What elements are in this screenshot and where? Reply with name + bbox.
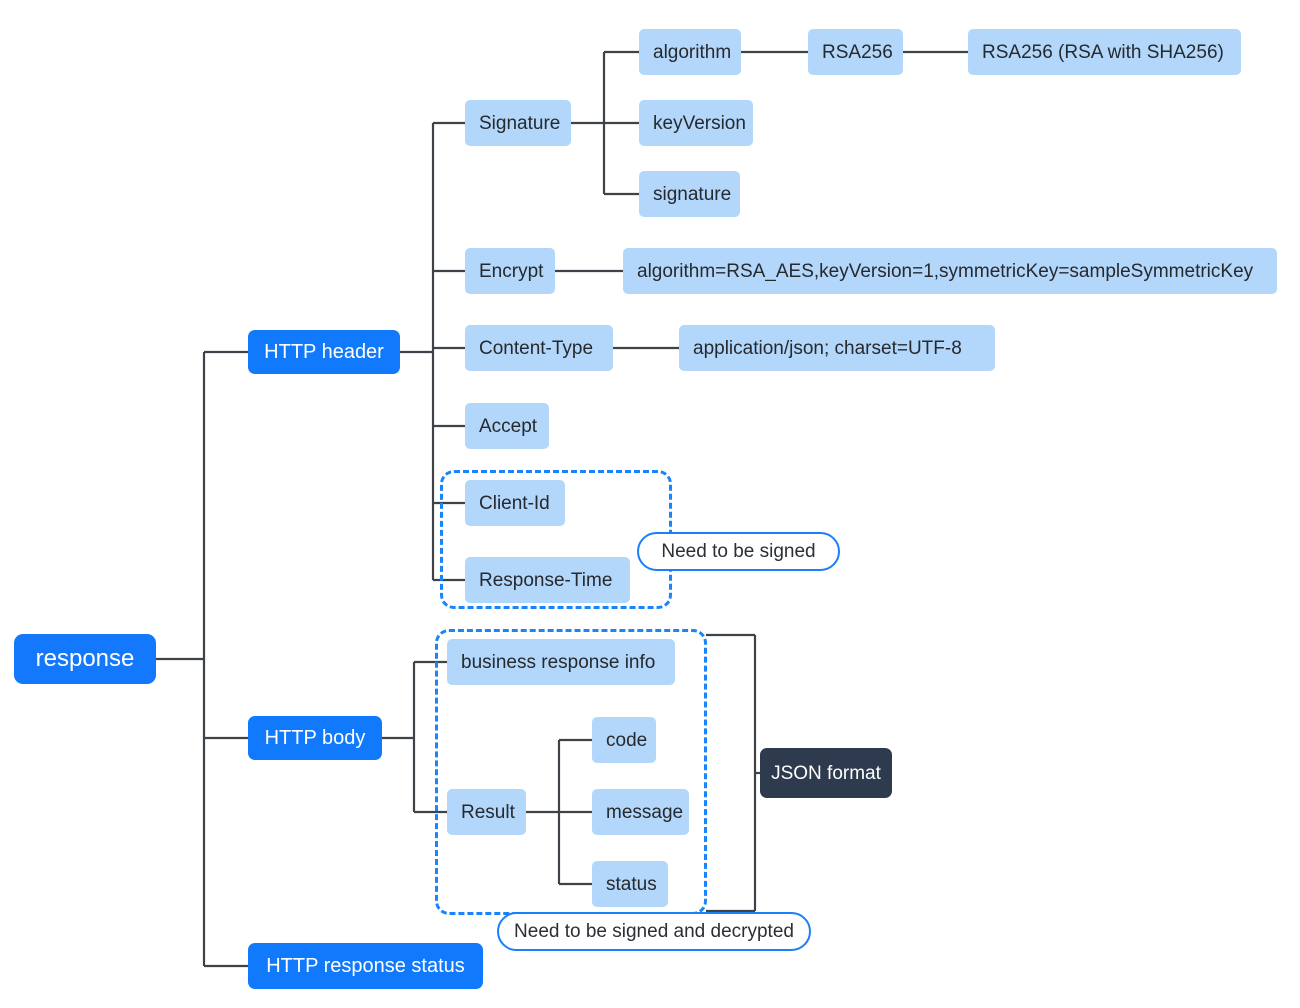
node-signature-label: Signature	[479, 112, 561, 134]
node-message[interactable]: message	[592, 789, 689, 835]
node-client-id[interactable]: Client-Id	[465, 480, 565, 526]
node-rsa256-description[interactable]: RSA256 (RSA with SHA256)	[968, 29, 1241, 75]
callout-need-to-be-signed[interactable]: Need to be signed	[637, 532, 840, 571]
node-rsa256[interactable]: RSA256	[808, 29, 903, 75]
node-accept-label: Accept	[479, 415, 538, 437]
node-encrypt-label: Encrypt	[479, 260, 544, 282]
node-content-type-label: Content-Type	[479, 337, 594, 359]
node-response-time-label: Response-Time	[479, 569, 613, 591]
node-encrypt[interactable]: Encrypt	[465, 248, 555, 294]
node-content-type[interactable]: Content-Type	[465, 325, 613, 371]
node-status-label: status	[606, 873, 657, 895]
node-content-type-value-label: application/json; charset=UTF-8	[693, 337, 962, 359]
node-result[interactable]: Result	[447, 789, 526, 835]
node-response-time[interactable]: Response-Time	[465, 557, 630, 603]
node-response-label: response	[35, 645, 135, 672]
node-http-body-label: HTTP body	[264, 727, 366, 749]
node-rsa256-description-label: RSA256 (RSA with SHA256)	[982, 41, 1224, 63]
node-content-type-value[interactable]: application/json; charset=UTF-8	[679, 325, 995, 371]
node-http-response-status[interactable]: HTTP response status	[248, 943, 483, 989]
node-signature[interactable]: Signature	[465, 100, 571, 146]
node-http-response-status-label: HTTP response status	[266, 955, 465, 977]
node-algorithm[interactable]: algorithm	[639, 29, 741, 75]
node-encrypt-value[interactable]: algorithm=RSA_AES,keyVersion=1,symmetric…	[623, 248, 1277, 294]
node-encrypt-value-label: algorithm=RSA_AES,keyVersion=1,symmetric…	[637, 260, 1254, 282]
node-client-id-label: Client-Id	[479, 492, 550, 514]
annotation-json-format-label: JSON format	[771, 762, 881, 784]
node-signature-leaf-label: signature	[653, 183, 732, 205]
callout-need-to-be-signed-label: Need to be signed	[661, 540, 816, 562]
node-business-response-info-label: business response info	[461, 651, 656, 673]
node-status[interactable]: status	[592, 861, 668, 907]
node-result-label: Result	[461, 801, 515, 823]
node-rsa256-label: RSA256	[822, 41, 893, 63]
node-http-header[interactable]: HTTP header	[248, 330, 400, 374]
node-key-version[interactable]: keyVersion	[639, 100, 753, 146]
node-code-label: code	[606, 729, 648, 751]
node-http-body[interactable]: HTTP body	[248, 716, 382, 760]
node-http-header-label: HTTP header	[264, 341, 384, 363]
node-accept[interactable]: Accept	[465, 403, 549, 449]
callout-need-to-be-signed-and-decrypted-label: Need to be signed and decrypted	[514, 920, 794, 942]
node-response[interactable]: response	[14, 634, 156, 684]
annotation-json-format[interactable]: JSON format	[760, 748, 892, 798]
node-code[interactable]: code	[592, 717, 656, 763]
node-signature-leaf[interactable]: signature	[639, 171, 740, 217]
node-key-version-label: keyVersion	[653, 112, 746, 134]
node-message-label: message	[606, 801, 684, 823]
node-algorithm-label: algorithm	[653, 41, 732, 63]
callout-need-to-be-signed-and-decrypted[interactable]: Need to be signed and decrypted	[497, 912, 811, 951]
node-business-response-info[interactable]: business response info	[447, 639, 675, 685]
